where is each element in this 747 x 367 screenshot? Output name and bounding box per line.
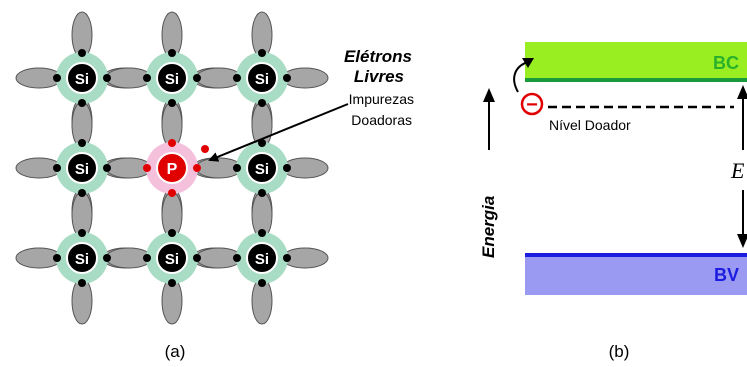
panel-b-energy-band-diagram: BC BV Nível Doador − Energia E (b) bbox=[479, 42, 747, 361]
bond-electron bbox=[78, 279, 86, 287]
impurity-pointer-arrow bbox=[208, 103, 349, 162]
silicon-symbol: Si bbox=[75, 251, 89, 268]
bond-electron bbox=[168, 229, 176, 237]
silicon-symbol: Si bbox=[75, 161, 89, 178]
bond-electron bbox=[258, 49, 266, 57]
bond-electron bbox=[78, 229, 86, 237]
bond-electrons bbox=[53, 49, 291, 287]
silicon-atom-core bbox=[66, 152, 98, 184]
bond-electron bbox=[168, 99, 176, 107]
bond-electron bbox=[283, 164, 291, 172]
bond-electron bbox=[78, 99, 86, 107]
bond-electron bbox=[168, 279, 176, 287]
silicon-symbol: Si bbox=[255, 251, 269, 268]
bond-electron bbox=[103, 74, 111, 82]
valence-band-edge bbox=[525, 253, 747, 257]
phosphorus-atom-core bbox=[156, 152, 188, 184]
energy-axis-head bbox=[483, 88, 495, 102]
bond-electron bbox=[233, 74, 241, 82]
valence-band bbox=[525, 253, 747, 295]
bond-electron bbox=[53, 164, 61, 172]
excitation-arrow-head bbox=[522, 58, 534, 68]
bond-electron bbox=[193, 74, 201, 82]
bond-electron bbox=[78, 139, 86, 147]
bond-electron bbox=[193, 254, 201, 262]
silicon-atom-core bbox=[66, 242, 98, 274]
gap-arrow-lower-head bbox=[737, 234, 747, 248]
conduction-band bbox=[525, 42, 747, 82]
silicon-atom-core bbox=[246, 242, 278, 274]
silicon-symbol: Si bbox=[255, 161, 269, 178]
bond-electron bbox=[143, 164, 151, 172]
silicon-atom-core bbox=[246, 152, 278, 184]
panel-a-caption: (a) bbox=[165, 342, 186, 361]
band-gap-label: E bbox=[730, 158, 745, 183]
excitation-arrow bbox=[513, 61, 529, 93]
bond-electron bbox=[103, 254, 111, 262]
bond-electron bbox=[168, 139, 176, 147]
bond-electron bbox=[168, 189, 176, 197]
bond-electron bbox=[193, 164, 201, 172]
silicon-atom-core bbox=[156, 242, 188, 274]
bond-electron bbox=[258, 279, 266, 287]
silicon-symbol: Si bbox=[165, 251, 179, 268]
bond-electron bbox=[103, 164, 111, 172]
donor-electron-symbol: − bbox=[526, 94, 538, 116]
phosphorus-symbol: P bbox=[167, 161, 178, 178]
conduction-band-label: BC bbox=[713, 53, 739, 73]
bond-electron bbox=[53, 74, 61, 82]
bond-electron bbox=[283, 254, 291, 262]
bond-electron bbox=[258, 229, 266, 237]
bond-electron bbox=[78, 189, 86, 197]
free-electrons-label-line1: Elétrons bbox=[344, 47, 412, 66]
bond-electron bbox=[233, 164, 241, 172]
impurities-label-line2: Doadoras bbox=[351, 112, 412, 128]
donor-level-label: Nível Doador bbox=[549, 117, 631, 133]
energy-axis-label: Energia bbox=[479, 196, 498, 258]
covalent-bond-lobes bbox=[15, 11, 329, 325]
bond-electron bbox=[143, 74, 151, 82]
bond-electron bbox=[283, 74, 291, 82]
impurities-label-line1: Impurezas bbox=[349, 91, 414, 107]
donor-electron bbox=[520, 92, 544, 116]
gap-arrow-upper-head bbox=[737, 85, 747, 99]
bond-electron bbox=[258, 139, 266, 147]
silicon-atom-core bbox=[156, 62, 188, 94]
silicon-atom-core bbox=[246, 62, 278, 94]
bond-electron bbox=[53, 254, 61, 262]
panel-b-caption: (b) bbox=[609, 342, 630, 361]
silicon-symbol: Si bbox=[255, 71, 269, 88]
conduction-band-edge bbox=[525, 78, 747, 82]
bond-electron bbox=[233, 254, 241, 262]
bond-electron bbox=[143, 254, 151, 262]
bond-electron bbox=[258, 189, 266, 197]
free-electron bbox=[201, 145, 209, 153]
bond-electron bbox=[168, 49, 176, 57]
valence-band-label: BV bbox=[714, 265, 739, 285]
silicon-symbol: Si bbox=[75, 71, 89, 88]
silicon-symbol: Si bbox=[165, 71, 179, 88]
free-electrons-label-line2: Livres bbox=[354, 67, 404, 86]
bond-electron bbox=[78, 49, 86, 57]
bond-electron bbox=[258, 99, 266, 107]
silicon-atom-core bbox=[66, 62, 98, 94]
